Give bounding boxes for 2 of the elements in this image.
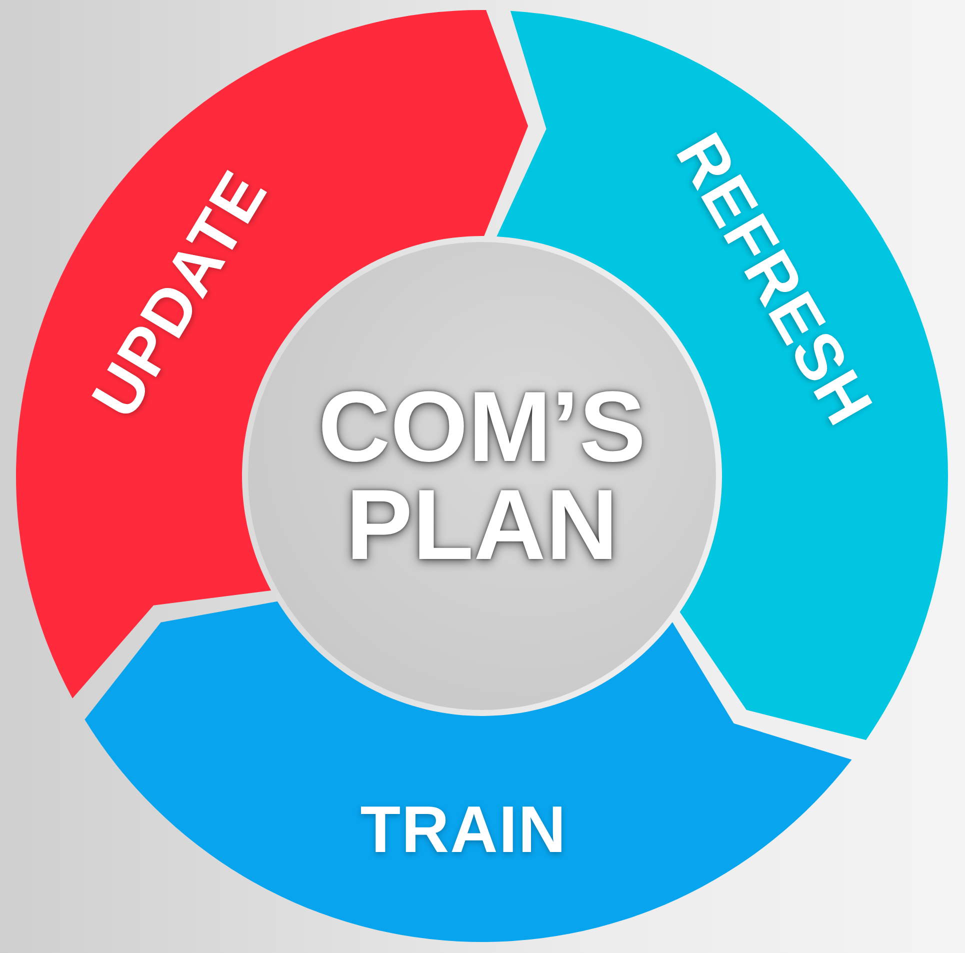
- center-title: COM’S PLAN: [317, 378, 647, 574]
- segment-label: TRAIN: [360, 790, 567, 867]
